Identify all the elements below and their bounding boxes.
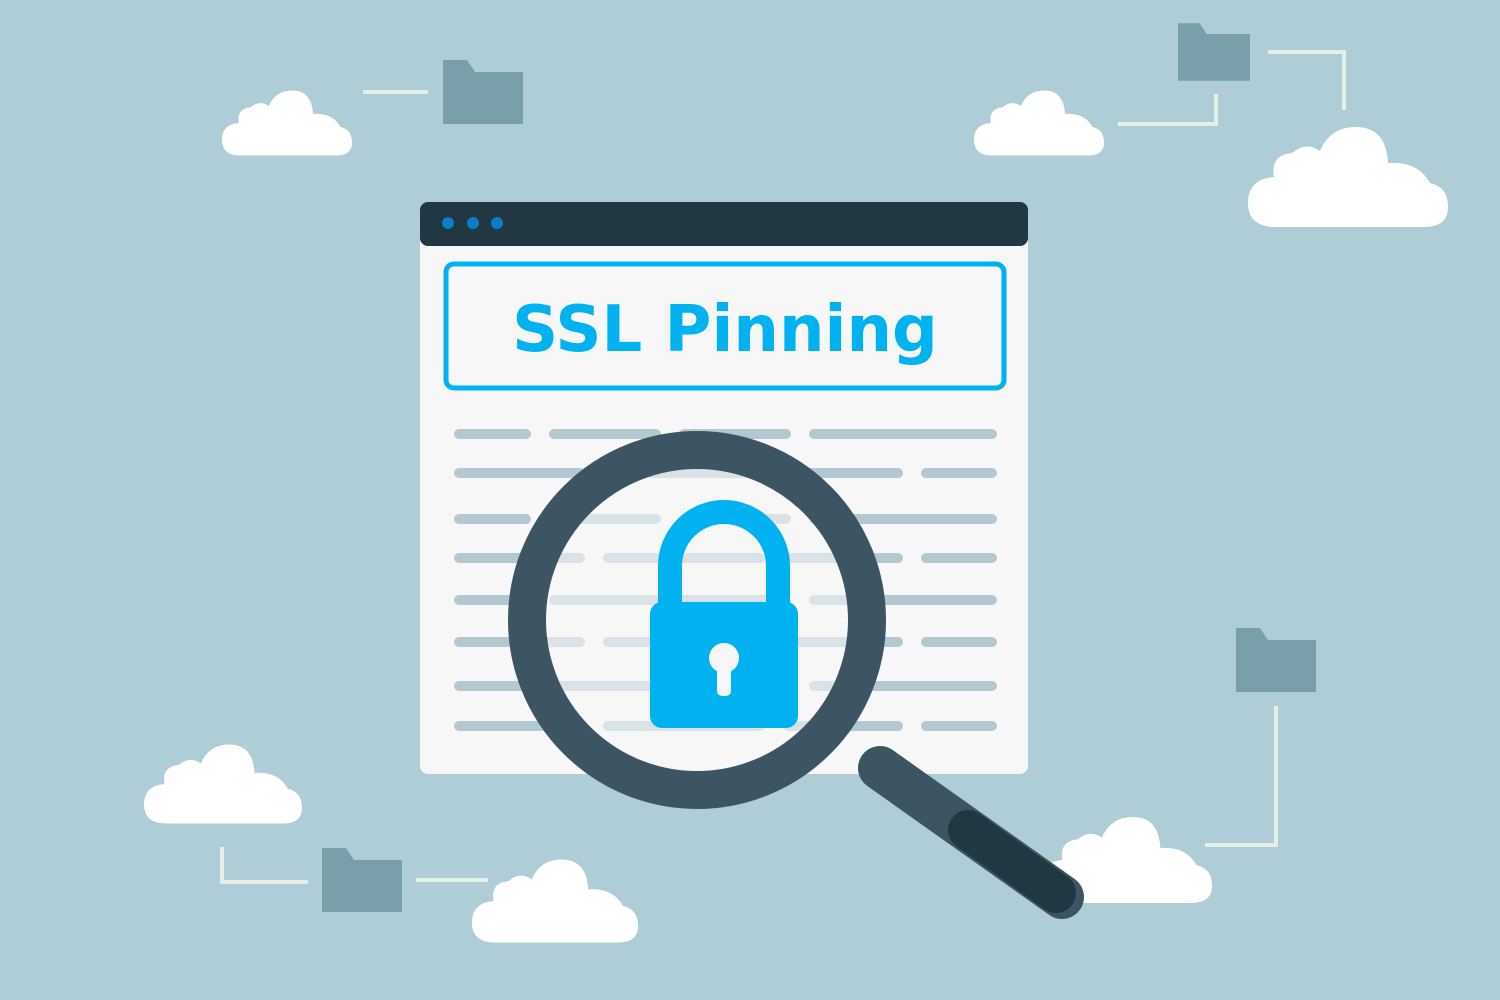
- title-box: [443, 261, 1007, 391]
- cloud-icon: [1248, 127, 1448, 227]
- cloud-icon: [222, 90, 352, 156]
- folder-icon: [443, 60, 523, 124]
- magnifier-grip: [948, 810, 1076, 913]
- cloud-icon: [472, 859, 638, 943]
- connector-lines: [220, 50, 1346, 884]
- window-dot: [491, 217, 503, 229]
- window-titlebar: [420, 202, 1028, 246]
- padlock-icon: [650, 500, 798, 728]
- window-dot: [442, 217, 454, 229]
- cloud-icon: [974, 90, 1104, 156]
- folder-icon: [322, 848, 402, 912]
- window-dot: [467, 217, 479, 229]
- page-title: SSL Pinning: [512, 293, 938, 367]
- folder-icon: [1178, 23, 1250, 81]
- folder-icon: [1236, 628, 1316, 692]
- cloud-icon: [144, 744, 302, 824]
- magnifier-ring: [508, 431, 886, 809]
